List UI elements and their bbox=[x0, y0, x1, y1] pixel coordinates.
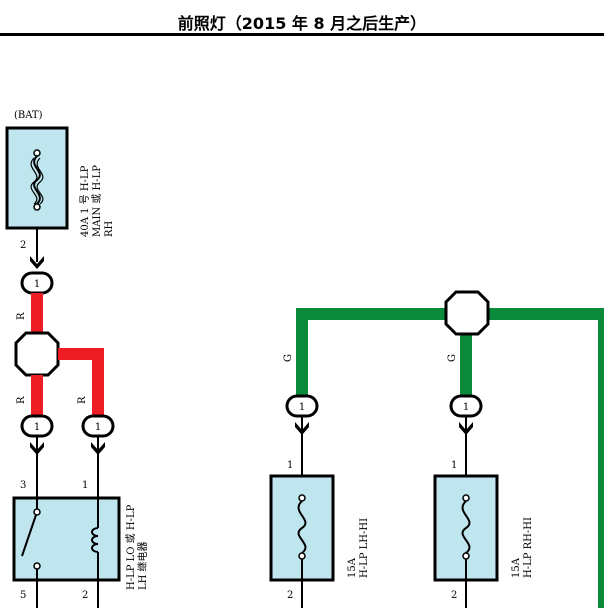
wire-label-r-upper: R bbox=[16, 312, 27, 320]
connector-g-right: 1 bbox=[449, 394, 483, 418]
wire-label-g-left: G bbox=[283, 354, 294, 362]
svg-text:15A: 15A bbox=[511, 557, 522, 578]
svg-text:1: 1 bbox=[95, 422, 101, 433]
connector-left: 1 bbox=[20, 414, 54, 438]
page-title: 前照灯（2015 年 8 月之后生产） bbox=[177, 14, 427, 33]
red-wire-upper bbox=[31, 293, 43, 333]
wire-label-g-right: G bbox=[447, 354, 458, 362]
connector-g-left: 1 bbox=[285, 394, 319, 418]
green-bus-right bbox=[488, 308, 604, 320]
svg-text:1: 1 bbox=[34, 422, 40, 433]
main-fuse-box bbox=[5, 126, 69, 230]
pin-lh-out: 2 bbox=[287, 590, 293, 601]
svg-text:15A: 15A bbox=[347, 557, 358, 578]
wire-label-r-left: R bbox=[16, 396, 27, 404]
svg-text:1: 1 bbox=[34, 279, 40, 290]
wire-label-r-right: R bbox=[77, 396, 88, 404]
svg-text:LH 继电器: LH 继电器 bbox=[136, 541, 149, 590]
svg-text:H-LP LO 或 H-LP: H-LP LO 或 H-LP bbox=[125, 504, 137, 590]
pin-rh-in: 1 bbox=[451, 460, 457, 471]
main-fuse-label: 40A 1 号 H-LP MAIN 或 H-LP RH bbox=[79, 165, 115, 237]
pin-relay-1: 1 bbox=[82, 480, 88, 491]
connector-top: 1 bbox=[20, 271, 54, 295]
svg-text:H-LP RH-HI: H-LP RH-HI bbox=[523, 517, 534, 578]
fuse-lh-label: 15A H-LP LH-HI bbox=[347, 518, 370, 578]
connector-right: 1 bbox=[81, 414, 115, 438]
relay-box bbox=[12, 496, 121, 582]
fuse-rh-label: 15A H-LP RH-HI bbox=[511, 517, 534, 578]
pin-relay-2: 2 bbox=[82, 590, 88, 601]
pin-relay-3: 3 bbox=[20, 480, 26, 491]
bat-label: (BAT) bbox=[14, 110, 43, 121]
svg-text:RH: RH bbox=[104, 220, 115, 237]
svg-text:1: 1 bbox=[299, 402, 305, 413]
relay-label: H-LP LO 或 H-LP LH 继电器 bbox=[125, 504, 149, 590]
pin-relay-5: 5 bbox=[20, 590, 26, 601]
title-rule bbox=[0, 33, 604, 36]
splice-right bbox=[444, 290, 490, 336]
green-bus-left bbox=[296, 308, 448, 320]
svg-text:MAIN 或 H-LP: MAIN 或 H-LP bbox=[91, 165, 103, 237]
svg-text:1: 1 bbox=[463, 402, 469, 413]
splice-left bbox=[14, 331, 60, 377]
pin-lh-in: 1 bbox=[287, 460, 293, 471]
fuse-lh-box bbox=[269, 474, 335, 582]
pin-rh-out: 2 bbox=[451, 590, 457, 601]
svg-text:40A 1 号 H-LP: 40A 1 号 H-LP bbox=[79, 165, 91, 237]
fuse-rh-box bbox=[433, 474, 499, 582]
svg-text:H-LP LH-HI: H-LP LH-HI bbox=[359, 518, 370, 578]
pin-main-out: 2 bbox=[20, 240, 26, 251]
